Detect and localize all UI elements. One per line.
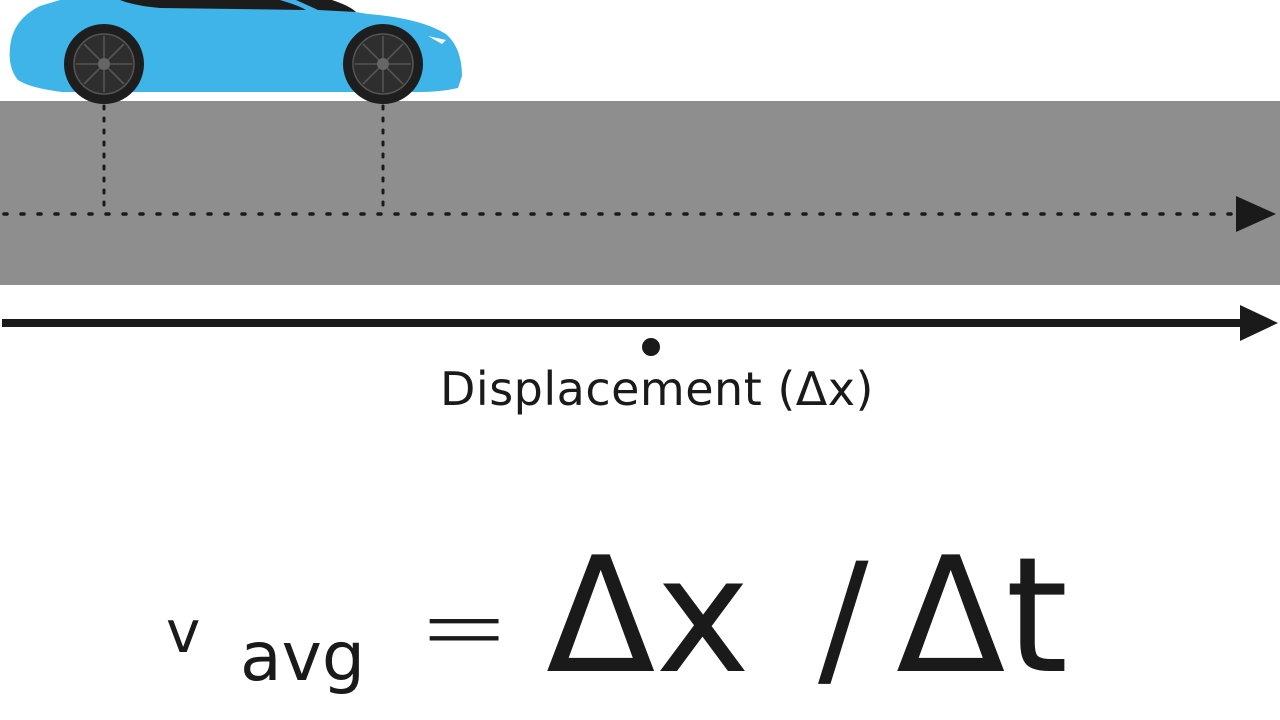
car-icon (9, 0, 463, 104)
front-wheel (64, 24, 144, 104)
headlight (428, 36, 446, 44)
formula-divide-slash: / (818, 532, 869, 706)
formula-delta-x: Δx (546, 522, 751, 709)
car-window-rear (296, 0, 356, 12)
axis-dot (642, 338, 660, 356)
road (0, 101, 1280, 285)
formula-subscript-avg: avg (240, 618, 366, 697)
path-arrowhead (1236, 196, 1276, 232)
rear-wheel (343, 24, 423, 104)
formula-delta-t: Δt (896, 522, 1069, 709)
formula-velocity-symbol: v (166, 598, 201, 666)
displacement-arrowhead (1240, 305, 1278, 341)
displacement-label: Displacement (Δx) (440, 362, 874, 416)
car-window (120, 0, 306, 10)
formula-equals-sign: = (418, 562, 511, 690)
